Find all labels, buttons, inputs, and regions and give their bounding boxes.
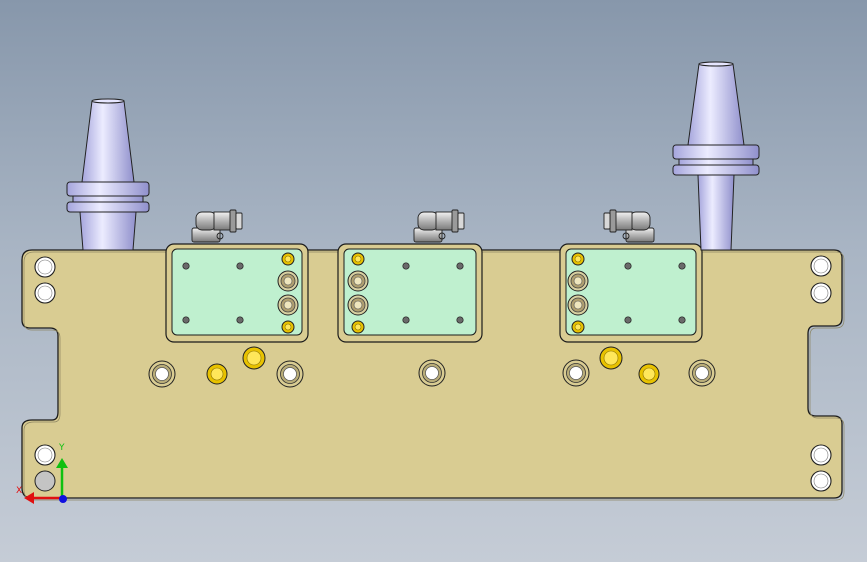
- base-plate-chamfer: [23, 251, 845, 501]
- pocket-plate-2: [343, 248, 477, 336]
- plate3-hole-4: [678, 316, 686, 324]
- fitting-collet-1: [229, 209, 237, 233]
- tool-holder-2: [672, 61, 760, 251]
- fitting-collet-3: [609, 209, 617, 233]
- pocket-plates: [165, 243, 703, 343]
- tool-holder-groove-1: [72, 195, 144, 203]
- dowel-brass-2-inner: [642, 367, 656, 381]
- corner-hole-4-bore: [813, 258, 829, 274]
- fitting-clip-3: [622, 232, 630, 240]
- pocket-plate-3: [565, 248, 697, 336]
- plate2-brass-bottom-inner: [354, 323, 362, 331]
- locating-hole-3-bore: [425, 366, 439, 380]
- plate1-port-b-core: [283, 300, 293, 310]
- locating-hole-4-bore: [569, 366, 583, 380]
- plate2-brass-top-inner: [354, 255, 362, 263]
- tool-holder-taper-1: [81, 100, 135, 183]
- fitting-clip-2: [438, 232, 446, 240]
- plate1-hole-1: [182, 262, 190, 270]
- corner-hole-7-bore: [813, 473, 829, 489]
- plate1-hole-3: [182, 316, 190, 324]
- fitting-body-1: [195, 211, 217, 231]
- corner-hole-3-bore: [37, 447, 53, 463]
- triad-y-arrow: [56, 458, 68, 468]
- tool-holder-flange-2: [672, 144, 760, 160]
- plate1-brass-bottom-inner: [284, 323, 292, 331]
- fitting-body-2: [417, 211, 439, 231]
- fitting-body-3: [629, 211, 651, 231]
- plate-holes: [34, 252, 832, 492]
- plate2-hole-2: [456, 262, 464, 270]
- axis-triad: [24, 458, 68, 504]
- plate2-port-b-core: [353, 300, 363, 310]
- pocket-plate-1: [171, 248, 303, 336]
- fitting-tube-2: [457, 212, 465, 230]
- tool-holder-top-1: [91, 98, 125, 104]
- plate3-brass-bottom-inner: [574, 323, 582, 331]
- plate3-brass-top-inner: [574, 255, 582, 263]
- corner-hole-6-bore: [813, 447, 829, 463]
- tool-holder-flange-lower-2: [672, 164, 760, 176]
- plate3-port-b-core: [573, 300, 583, 310]
- plate3-hole-3: [624, 316, 632, 324]
- tool-holder-1: [66, 98, 150, 251]
- plate2-hole-3: [402, 316, 410, 324]
- fitting-clip-1: [216, 232, 224, 240]
- corner-hole-8: [34, 470, 56, 492]
- tool-holders: [66, 61, 760, 251]
- locating-hole-5-bore: [695, 366, 709, 380]
- tool-holder-top-2: [698, 61, 734, 67]
- plate3-hole-2: [678, 262, 686, 270]
- plate2-hole-1: [402, 262, 410, 270]
- plate2-port-a-core: [353, 276, 363, 286]
- elbow-fitting-1: [191, 209, 243, 243]
- dowel-brass-large-2-inner: [603, 350, 619, 366]
- elbow-fittings: [191, 209, 655, 243]
- plate1-hole-4: [236, 316, 244, 324]
- fitting-tube-1: [235, 212, 243, 230]
- locating-hole-2-bore: [283, 367, 297, 381]
- tool-holder-shank-1: [79, 211, 137, 251]
- plate3-hole-1: [624, 262, 632, 270]
- corner-hole-1-bore: [37, 259, 53, 275]
- locating-hole-1-bore: [155, 367, 169, 381]
- tool-holder-shank-2: [697, 174, 735, 251]
- elbow-fitting-2: [413, 209, 465, 243]
- tool-holder-taper-2: [687, 63, 745, 146]
- fitting-arm-3: [613, 211, 633, 231]
- plate2-hole-4: [456, 316, 464, 324]
- fitting-arm-2: [435, 211, 455, 231]
- triad-y-label: Y: [59, 443, 65, 453]
- dowel-brass-large-1-inner: [246, 350, 262, 366]
- triad-x-arrow: [24, 492, 34, 504]
- fitting-arm-1: [213, 211, 233, 231]
- fitting-tube-3: [603, 212, 611, 230]
- corner-hole-5-bore: [813, 285, 829, 301]
- tool-holder-groove-2: [678, 158, 754, 166]
- corner-hole-2-bore: [37, 285, 53, 301]
- triad-z-axis: [59, 495, 67, 503]
- plate1-port-a-core: [283, 276, 293, 286]
- plate3-port-a-core: [573, 276, 583, 286]
- elbow-fitting-3: [603, 209, 655, 243]
- triad-x-label: X: [16, 486, 23, 496]
- dowel-brass-1-inner: [210, 367, 224, 381]
- plate1-hole-2: [236, 262, 244, 270]
- fitting-collet-2: [451, 209, 459, 233]
- tool-holder-flange-1: [66, 181, 150, 197]
- plate1-brass-top-inner: [284, 255, 292, 263]
- tool-holder-flange-lower-1: [66, 201, 150, 213]
